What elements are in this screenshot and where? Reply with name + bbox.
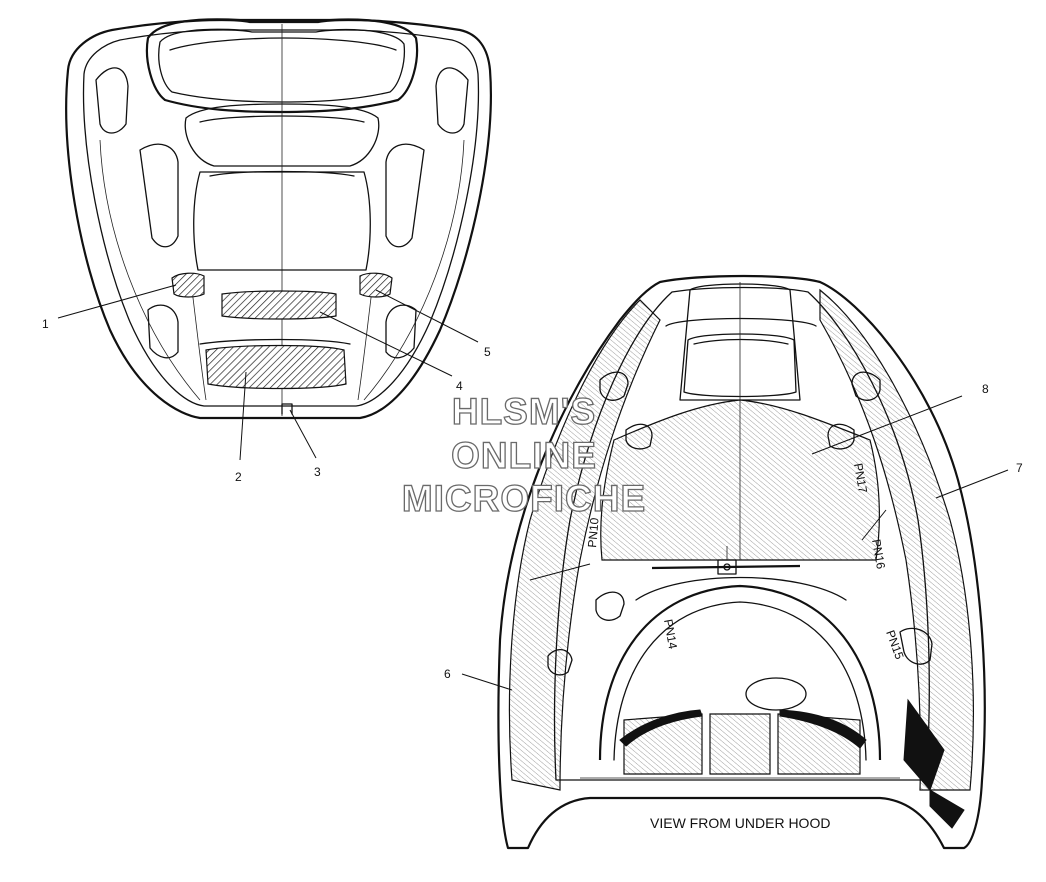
part-mark-pn14: PN14 (661, 618, 680, 650)
decal-3-small-label (281, 403, 293, 415)
callout-2: 2 (235, 470, 242, 484)
underhood-floor-center (709, 713, 771, 775)
callout-5: 5 (484, 345, 491, 359)
part-mark-pn10: PN10 (585, 517, 602, 548)
callout-8: 8 (982, 382, 989, 396)
underhood-inner-outline (553, 286, 930, 781)
callout-4: 4 (456, 379, 463, 393)
callout-3: 3 (314, 465, 321, 479)
underhood-light-oval (745, 677, 807, 711)
view-caption: VIEW FROM UNDER HOOD (650, 815, 830, 831)
decal-1-left-vent (171, 272, 205, 298)
watermark-line-1: HLSM'S (452, 391, 596, 432)
decal-6-left-side-panel (508, 299, 661, 791)
part-mark-pn17: PN17 (851, 462, 870, 494)
decal-5-right-vent (359, 272, 393, 298)
windshield-frame (145, 18, 419, 114)
part-mark-pn16: PN16 (869, 538, 888, 570)
underhood-left-vent (599, 371, 629, 401)
underhood-inner-arch (598, 584, 882, 761)
watermark-line-2: ONLINE (451, 435, 597, 476)
right-side-scoop (435, 67, 469, 134)
underhood-right-vent (851, 371, 881, 401)
underhood-gauge-opening (683, 333, 797, 398)
hood-center-panel (193, 171, 371, 271)
hood-crossbar (651, 564, 801, 570)
callout-7: 7 (1016, 461, 1023, 475)
instrument-opening (184, 103, 380, 167)
callout-6: 6 (444, 667, 451, 681)
decal-2-lower-bar (205, 344, 347, 390)
hood-underside-view (461, 274, 1009, 850)
watermark: HLSM'S ONLINE MICROFICHE (401, 390, 646, 519)
windshield-inner (158, 28, 406, 103)
part-mark-pn15: PN15 (883, 628, 907, 661)
decal-7-right-side-panel (819, 288, 974, 791)
left-side-scoop (95, 67, 129, 134)
windshield-top (169, 37, 397, 51)
decal-4-upper-bar (221, 290, 337, 320)
underhood-outer-outline (497, 274, 986, 850)
callout-1: 1 (42, 317, 49, 331)
hood-exterior-view (57, 18, 492, 461)
watermark-line-3: MICROFICHE (402, 478, 646, 519)
